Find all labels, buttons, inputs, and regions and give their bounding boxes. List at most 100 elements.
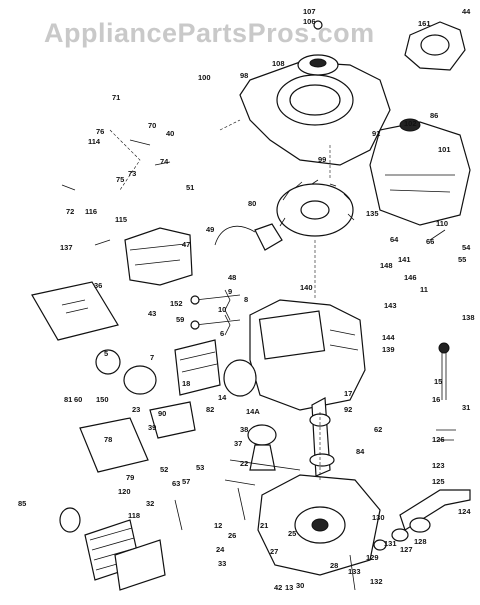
callout-75: 75: [116, 175, 124, 184]
callout-66: 66: [426, 237, 434, 246]
callout-7: 7: [150, 353, 154, 362]
callout-49: 49: [206, 225, 214, 234]
dipstick-tube: [436, 342, 456, 441]
callout-99: 99: [318, 155, 326, 164]
filter-cartridge: [59, 507, 166, 591]
callout-126: 126: [432, 435, 445, 444]
callout-92: 92: [344, 405, 352, 414]
callout-120: 120: [118, 487, 131, 496]
callout-57: 57: [182, 477, 190, 486]
callout-131: 131: [384, 539, 397, 548]
callout-10: 10: [218, 305, 226, 314]
callout-90: 90: [158, 409, 166, 418]
callout-42: 42: [274, 583, 282, 592]
muffler: [174, 339, 257, 397]
callout-141: 141: [398, 255, 411, 264]
callout-64: 64: [390, 235, 399, 244]
callout-31: 31: [462, 403, 470, 412]
callout-27: 27: [270, 547, 278, 556]
callout-73: 73: [128, 169, 136, 178]
callout-124: 124: [458, 507, 471, 516]
callout-14a: 14A: [246, 407, 260, 416]
callout-132: 132: [370, 577, 383, 586]
callout-114: 114: [88, 137, 101, 146]
piston-rod: [229, 424, 301, 471]
callout-110: 110: [436, 219, 448, 228]
callout-63: 63: [172, 479, 180, 488]
shaft-extension: [373, 489, 471, 551]
callout-86: 86: [430, 111, 438, 120]
callout-21: 21: [260, 521, 268, 530]
fuel-tank: [369, 118, 471, 226]
callout-44: 44: [462, 7, 471, 16]
callout-161: 161: [418, 19, 431, 28]
gasket-set: [79, 401, 196, 473]
callout-36: 36: [94, 281, 102, 290]
callout-9: 9: [228, 287, 232, 296]
callout-102: 102: [404, 119, 417, 128]
callout-106: 106: [303, 17, 316, 26]
blower-housing: [239, 61, 391, 166]
watermark-text: AppliancePartsPros.com: [44, 18, 375, 48]
callout-43: 43: [148, 309, 156, 318]
callout-98: 98: [240, 71, 248, 80]
callout-107: 107: [303, 7, 316, 16]
callout-37: 37: [234, 439, 242, 448]
callout-26: 26: [228, 531, 236, 540]
callout-84: 84: [356, 447, 365, 456]
callout-138: 138: [462, 313, 475, 322]
fasteners: [61, 119, 446, 591]
callout-130: 130: [372, 513, 385, 522]
crankcase-sump: [257, 474, 381, 576]
callout-129: 129: [366, 553, 379, 562]
callout-40: 40: [166, 129, 174, 138]
starter-assembly: [404, 21, 466, 71]
callout-71: 71: [112, 93, 120, 102]
callout-18: 18: [182, 379, 190, 388]
callout-79: 79: [126, 473, 134, 482]
callout-91: 91: [372, 129, 380, 138]
callout-48: 48: [228, 273, 236, 282]
callout-59: 59: [176, 315, 184, 324]
callout-74: 74: [160, 157, 169, 166]
callout-38: 38: [240, 425, 248, 434]
callout-15: 15: [434, 377, 442, 386]
valve-assembly: [190, 289, 241, 336]
callout-140: 140: [300, 283, 313, 292]
callout-127: 127: [400, 545, 413, 554]
callout-81: 81: [64, 395, 72, 404]
callout-135: 135: [366, 209, 379, 218]
callout-125: 125: [432, 477, 445, 486]
callout-118: 118: [128, 511, 140, 520]
callout-137: 137: [60, 243, 73, 252]
callout-148: 148: [380, 261, 393, 270]
callout-39: 39: [148, 423, 156, 432]
callout-6: 6: [220, 329, 224, 338]
callout-28: 28: [330, 561, 338, 570]
callout-72: 72: [66, 207, 74, 216]
callout-22: 22: [240, 459, 248, 468]
callout-16: 16: [432, 395, 440, 404]
callout-30: 30: [296, 581, 304, 590]
crankshaft: [309, 397, 335, 477]
callout-101: 101: [438, 145, 451, 154]
callout-47: 47: [182, 240, 190, 249]
rotating-screen: [297, 20, 339, 76]
callout-133: 133: [348, 567, 361, 576]
callout-33: 33: [218, 559, 226, 568]
callout-144: 144: [382, 333, 395, 342]
callout-108: 108: [272, 59, 285, 68]
callout-53: 53: [196, 463, 204, 472]
callout-11: 11: [420, 285, 428, 294]
carburetor: [124, 227, 193, 286]
ignition-coil: [214, 223, 283, 251]
callout-82: 82: [206, 405, 214, 414]
callout-54: 54: [462, 243, 471, 252]
callout-24: 24: [216, 545, 225, 554]
callout-55: 55: [458, 255, 466, 264]
callout-labels: 1071061089810016144102101918699717040761…: [18, 7, 475, 592]
callout-8: 8: [244, 295, 248, 304]
callout-52: 52: [160, 465, 168, 474]
